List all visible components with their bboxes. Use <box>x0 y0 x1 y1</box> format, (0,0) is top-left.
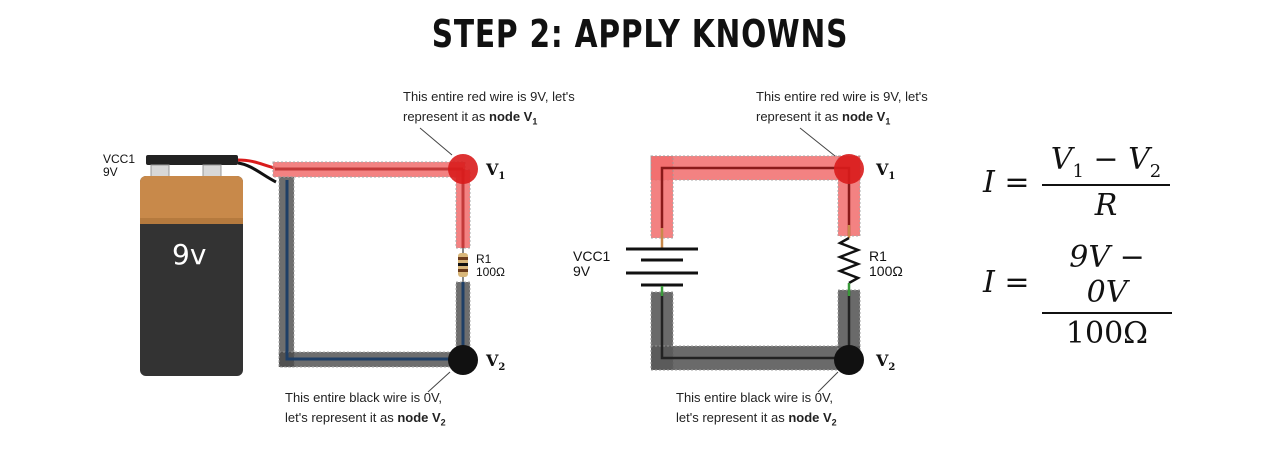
node-v1-left <box>448 154 478 184</box>
battery-symbol <box>626 228 698 296</box>
resistor-value-right: 100Ω <box>869 263 903 279</box>
resistor-symbol <box>836 225 862 296</box>
node-label-v2-right: V2 <box>876 351 896 374</box>
resistor-name-right: R1 <box>869 248 887 264</box>
black-caption-left: This entire black wire is 0V, let's repr… <box>285 390 446 428</box>
equation-2-fraction: 9V − 0V 100Ω <box>1042 240 1172 351</box>
red-caption-right: This entire red wire is 9V, let's repres… <box>756 89 928 127</box>
node-label-v1-left: V1 <box>486 160 506 183</box>
red-wire-left <box>272 161 471 249</box>
equation-1-fraction: V1 − V2 R <box>1042 142 1170 223</box>
resistor-value-left: 100Ω <box>476 265 505 279</box>
resistor-left <box>458 248 468 282</box>
battery-9v <box>140 155 243 376</box>
page-title: STEP 2: APPLY KNOWNS <box>431 12 849 56</box>
vcc-value-right: 9V <box>573 263 591 279</box>
battery-label: 9v <box>172 238 207 271</box>
resistor-name-left: R1 <box>476 252 492 266</box>
black-wire-right <box>650 289 861 371</box>
black-caption-right: This entire black wire is 0V, let's repr… <box>676 390 837 428</box>
node-v2-left <box>448 345 478 375</box>
node-v1-right <box>834 154 864 184</box>
vcc-value-left: 9V <box>103 165 118 179</box>
node-v2-right <box>834 345 864 375</box>
equation-1-lhs: I = <box>983 165 1030 200</box>
black-wire-left <box>278 176 471 368</box>
red-wire-right <box>650 155 861 239</box>
node-label-v2-left: V2 <box>486 351 506 374</box>
equation-2-lhs: I = <box>983 265 1030 300</box>
red-caption-left: This entire red wire is 9V, let's repres… <box>403 89 575 127</box>
vcc-name-left: VCC1 <box>103 152 136 166</box>
vcc-name-right: VCC1 <box>573 248 611 264</box>
node-label-v1-right: V1 <box>876 160 896 183</box>
